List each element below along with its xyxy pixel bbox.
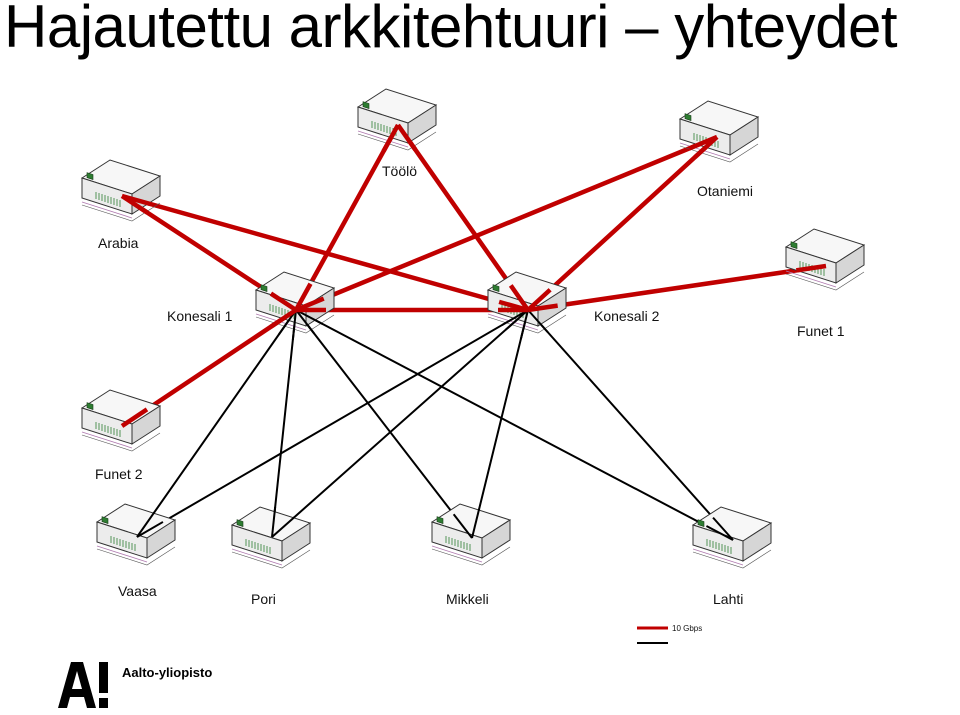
link-end-konesali1-mikkeli bbox=[295, 309, 316, 335]
link-end-konesali1-lahti bbox=[705, 525, 734, 541]
slide-title: Hajautettu arkkitehtuuri – yhteydet bbox=[4, 0, 898, 60]
link-end-konesali1-pori bbox=[271, 507, 277, 538]
router-icon bbox=[785, 228, 865, 291]
link-konesali1-vaasa bbox=[136, 309, 297, 538]
node-pori: Pori bbox=[231, 506, 311, 607]
link-end-konesali2-lahti bbox=[712, 516, 734, 541]
link-end-konesali1-arabia bbox=[269, 291, 298, 312]
link-end-konesali2-mikkeli bbox=[471, 508, 481, 539]
link-end-konesali2-arabia bbox=[121, 193, 152, 207]
link-end-konesali2-funet1 bbox=[527, 303, 559, 313]
link-end-konesali2-pori bbox=[271, 516, 296, 538]
node-label-funet2: Funet 2 bbox=[95, 466, 143, 482]
router-icon bbox=[357, 88, 437, 151]
node-label-toolo: Töölö bbox=[382, 163, 417, 179]
node-label-mikkeli: Mikkeli bbox=[446, 591, 489, 607]
link-end-konesali2-toolo bbox=[508, 284, 530, 312]
link-end-konesali2-otaniemi bbox=[693, 135, 719, 159]
node-mikkeli: Mikkeli bbox=[431, 503, 511, 607]
link-end-konesali1-toolo bbox=[294, 282, 313, 312]
link-konesali2-mikkeli bbox=[471, 309, 529, 539]
node-label-konesali2: Konesali 2 bbox=[594, 308, 660, 324]
node-otaniemi: Otaniemi bbox=[679, 100, 759, 199]
links-layer bbox=[119, 122, 829, 541]
link-end-konesali2-otaniemi bbox=[526, 288, 552, 312]
link-end-konesali2-mikkeli bbox=[519, 309, 529, 340]
link-end-konesali2-toolo bbox=[396, 123, 418, 151]
router-icon bbox=[431, 503, 511, 566]
link-konesali1-lahti bbox=[295, 309, 734, 541]
link-konesali1-otaniemi bbox=[293, 134, 720, 313]
aalto-logo: Aalto-yliopisto bbox=[58, 662, 258, 708]
aalto-logo-mark bbox=[58, 662, 108, 708]
node-label-konesali1: Konesali 1 bbox=[167, 308, 233, 324]
node-label-arabia: Arabia bbox=[98, 235, 139, 251]
link-konesali2-arabia bbox=[119, 193, 531, 313]
node-konesali2: Konesali 2 bbox=[487, 271, 660, 334]
node-label-pori: Pori bbox=[251, 591, 276, 607]
node-toolo: Töölö bbox=[357, 88, 437, 179]
link-konesali1-mikkeli bbox=[295, 309, 473, 539]
legend-label-10gbps: 10 Gbps bbox=[672, 624, 702, 633]
link-end-konesali2-pori bbox=[504, 309, 529, 331]
link-konesali1-toolo bbox=[293, 122, 401, 313]
node-arabia: Arabia bbox=[81, 159, 161, 251]
link-end-konesali2-lahti bbox=[527, 309, 549, 334]
router-icon bbox=[231, 506, 311, 569]
node-label-otaniemi: Otaniemi bbox=[697, 183, 753, 199]
link-end-konesali1-mikkeli bbox=[452, 513, 473, 539]
link-end-konesali1-funet2 bbox=[120, 407, 149, 428]
link-konesali2-pori bbox=[271, 309, 529, 538]
link-konesali1-pori bbox=[271, 309, 297, 538]
router-icon bbox=[679, 100, 759, 163]
link-konesali2-funet1 bbox=[525, 263, 829, 313]
legend: 10 Gbps bbox=[637, 624, 702, 644]
link-end-konesali2-funet1 bbox=[795, 263, 827, 273]
node-vaasa: Vaasa bbox=[96, 503, 176, 599]
node-lahti: Lahti bbox=[692, 506, 772, 607]
link-konesali2-lahti bbox=[527, 309, 734, 541]
router-icon bbox=[96, 503, 176, 566]
node-konesali1: Konesali 1 bbox=[167, 271, 335, 334]
link-end-konesali1-lahti bbox=[295, 309, 324, 325]
aalto-logo-text: Aalto-yliopisto bbox=[122, 665, 213, 680]
link-end-konesali1-pori bbox=[291, 309, 297, 340]
link-end-konesali1-toolo bbox=[381, 123, 400, 153]
link-konesali2-otaniemi bbox=[525, 134, 720, 313]
link-konesali2-vaasa bbox=[136, 309, 529, 538]
node-label-vaasa: Vaasa bbox=[118, 583, 157, 599]
router-icon bbox=[81, 389, 161, 452]
node-label-funet1: Funet 1 bbox=[797, 323, 845, 339]
link-end-konesali1-funet2 bbox=[269, 308, 298, 329]
node-funet1: Funet 1 bbox=[785, 228, 865, 339]
link-end-konesali2-vaasa bbox=[136, 521, 164, 538]
link-end-konesali1-vaasa bbox=[136, 511, 156, 538]
node-funet2: Funet 2 bbox=[81, 389, 161, 482]
node-label-lahti: Lahti bbox=[713, 591, 743, 607]
